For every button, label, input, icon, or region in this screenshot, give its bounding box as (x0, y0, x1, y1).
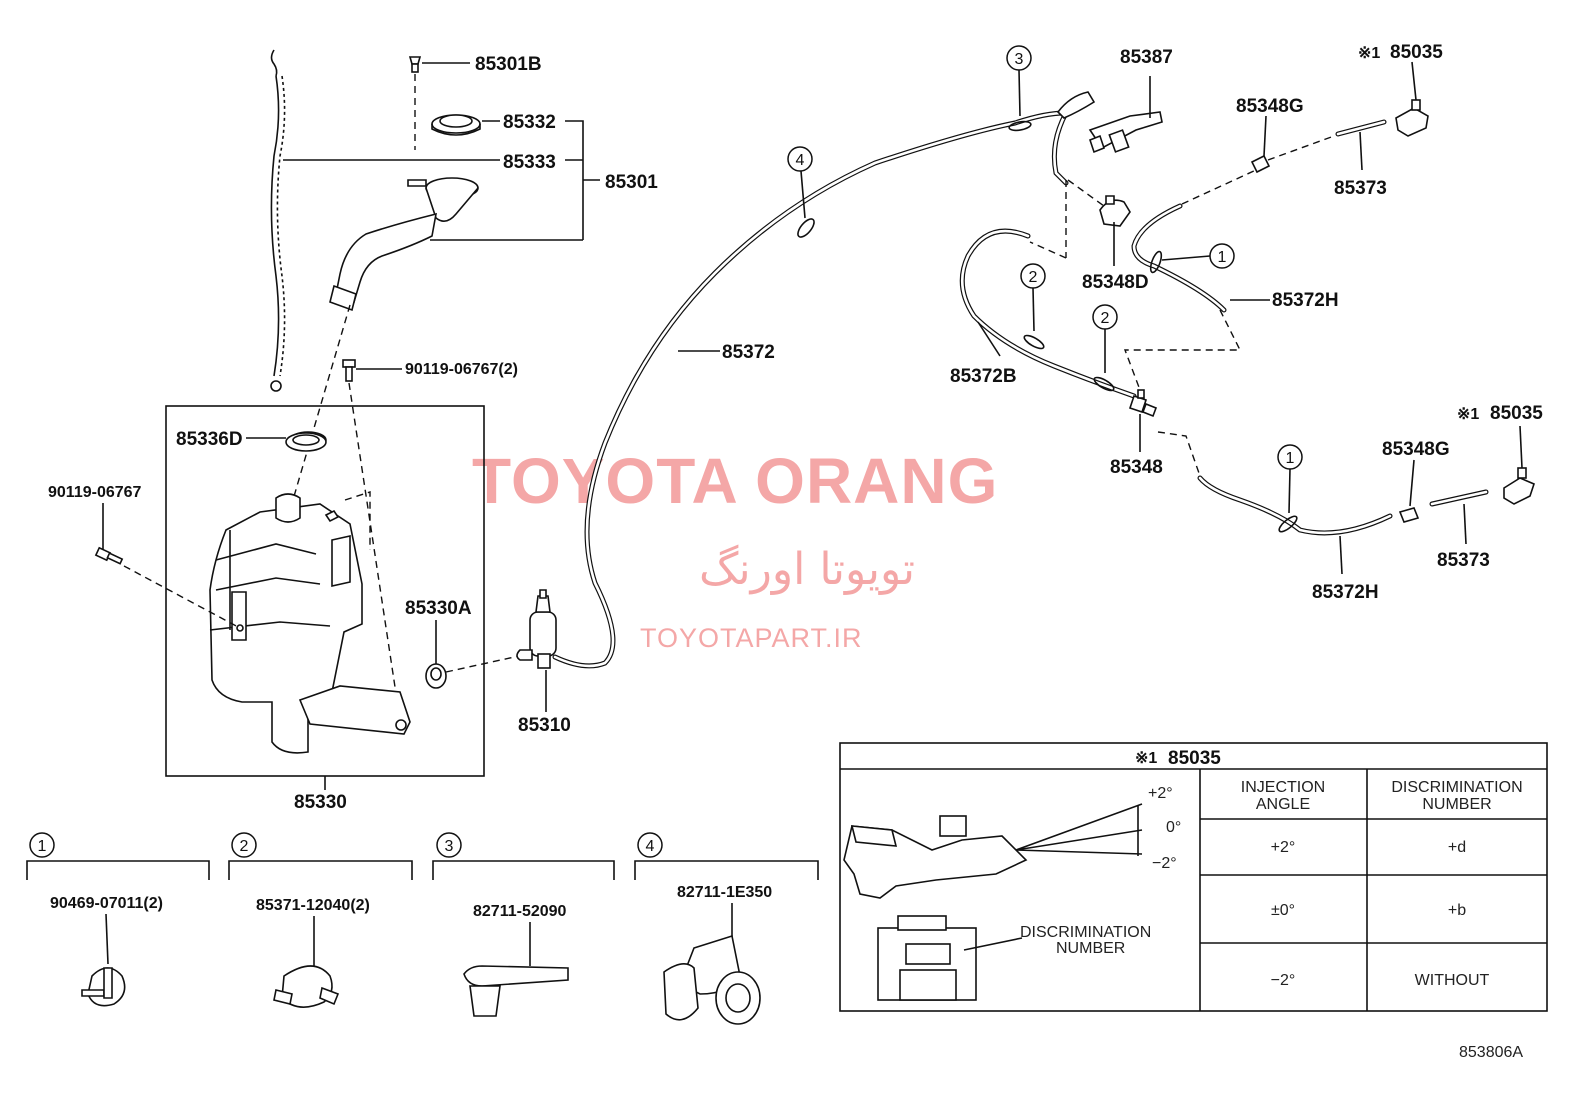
callout-3: 3 (1015, 51, 1024, 68)
col-header-discrimination: DISCRIMINATION (1391, 779, 1522, 796)
pump-grommet (425, 663, 447, 689)
part-85348: 85348 (1110, 457, 1163, 478)
clip-group-1: 1 90469-07011(2) (26, 832, 210, 1007)
col-header-injection: INJECTION (1241, 779, 1325, 796)
main-hose-85372 (552, 110, 1069, 669)
nozzle-85035-top (1395, 99, 1429, 137)
figure-code: 853806A (1459, 1044, 1523, 1061)
watermark-brand-fa: تویوتا اورنگ (699, 544, 915, 595)
washer-tank (209, 431, 411, 754)
part-85372B: 85372B (950, 366, 1017, 387)
nozzle-table: ※1 85035 INJECTION ANGLE DISCRIMINATION … (839, 742, 1548, 1012)
tank-grommet (285, 432, 327, 452)
disc-label-2: NUMBER (1056, 940, 1125, 957)
row2-number: +b (1448, 902, 1466, 919)
part-85035-mid: 85035 (1490, 403, 1543, 424)
callout-4: 4 (796, 152, 805, 169)
part-85348D: 85348D (1082, 272, 1149, 293)
clip-4-number: 4 (646, 838, 655, 855)
filler-cap-bolt (408, 56, 422, 73)
angle-zero-label: 0° (1166, 819, 1181, 836)
hose-85373-mid (1429, 489, 1489, 507)
filler-neck (329, 177, 479, 312)
disc-label-1: DISCRIMINATION (1020, 924, 1151, 941)
t-joint-85348D (1099, 195, 1131, 227)
row1-number: +d (1448, 839, 1466, 856)
row3-number: WITHOUT (1415, 972, 1490, 989)
part-90119-06767: 90119-06767 (48, 484, 142, 501)
col-header-number: NUMBER (1422, 796, 1491, 813)
clip-3-number: 3 (445, 838, 454, 855)
angle-plus-label: +2° (1148, 785, 1173, 802)
part-85372H-top: 85372H (1272, 290, 1339, 311)
part-85348G-mid: 85348G (1382, 439, 1450, 460)
clip-1-part: 90469-07011(2) (50, 895, 163, 912)
hose-85373-top (1335, 119, 1387, 137)
part-90119-06767-2: 90119-06767(2) (405, 361, 518, 378)
watermark-brand: TOYOTA ORANG (472, 445, 998, 517)
ref-mark-top: ※1 (1358, 45, 1380, 62)
row1-angle: +2° (1271, 839, 1296, 856)
ref-mark-mid: ※1 (1457, 406, 1479, 423)
part-85035-top: 85035 (1390, 42, 1443, 63)
clip-group-4: 4 82711-1E350 (634, 832, 819, 1025)
table-ref-mark: ※1 (1135, 750, 1157, 767)
callout-2a: 2 (1029, 269, 1038, 286)
joint-85348G-mid (1398, 507, 1420, 523)
table-title-part: 85035 (1168, 748, 1221, 769)
hose-85372B (959, 228, 1137, 399)
hose-85372H-lower (1197, 475, 1393, 536)
part-85301B: 85301B (475, 54, 542, 75)
clip-2-number: 2 (240, 838, 249, 855)
part-85333: 85333 (503, 152, 556, 173)
level-gauge-stick (270, 49, 286, 392)
part-85373-mid: 85373 (1437, 550, 1490, 571)
clip-2-part: 85371-12040(2) (256, 897, 370, 914)
part-85372H-mid: 85372H (1312, 582, 1379, 603)
washer-motor-pump (516, 589, 557, 669)
part-85310: 85310 (518, 715, 571, 736)
screw-upper (342, 359, 356, 382)
bolt-left (94, 546, 124, 565)
callout-1b: 1 (1286, 450, 1295, 467)
hose-85372H-upper (1131, 203, 1227, 313)
row3-angle: −2° (1271, 972, 1296, 989)
part-85348G-top: 85348G (1236, 96, 1304, 117)
part-85332: 85332 (503, 112, 556, 133)
check-valve-85387 (1056, 91, 1163, 154)
part-85372: 85372 (722, 342, 775, 363)
part-85387: 85387 (1120, 47, 1173, 68)
joint-85348G-top (1250, 154, 1271, 174)
clip-group-2: 2 85371-12040(2) (228, 832, 413, 1008)
angle-minus-label: −2° (1152, 855, 1177, 872)
filler-cap (431, 114, 481, 136)
nozzle-angle-illustration: +2° 0° −2° (843, 785, 1181, 899)
watermark-site: TOYOTAPART.IR (640, 623, 863, 653)
nozzle-85035-mid (1503, 467, 1535, 505)
callout-1a: 1 (1218, 249, 1227, 266)
nozzle-front-view (877, 915, 977, 1001)
clip-group-3: 3 82711-52090 (432, 832, 615, 1017)
row2-angle: ±0° (1271, 902, 1295, 919)
clip-4-part: 82711-1E350 (677, 884, 772, 901)
part-85330A: 85330A (405, 598, 472, 619)
col-header-angle: ANGLE (1256, 796, 1310, 813)
callout-2b: 2 (1101, 310, 1110, 327)
joint-85348 (1128, 389, 1158, 418)
part-85330: 85330 (294, 792, 347, 813)
clip-3-part: 82711-52090 (473, 903, 567, 920)
clip-1-number: 1 (38, 838, 47, 855)
part-85336D: 85336D (176, 429, 243, 450)
part-85301: 85301 (605, 172, 658, 193)
part-85373-top: 85373 (1334, 178, 1387, 199)
